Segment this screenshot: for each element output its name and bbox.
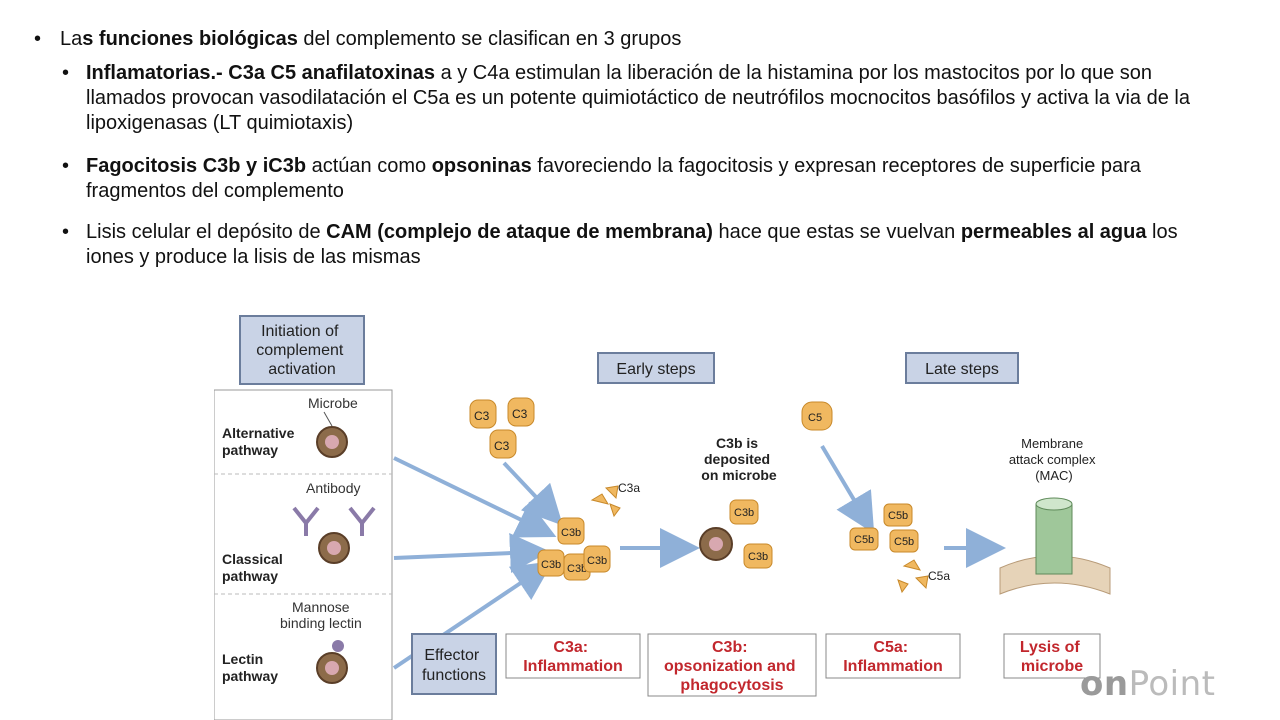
svg-text:C3b: C3b [587,555,607,567]
microbe-icon [316,652,348,684]
bullet-lisis: • Lisis celular el depósito de CAM (comp… [62,220,1216,270]
bullet-dot: • [34,28,42,50]
bullet-dot: • [62,221,70,243]
lectin-icon [332,640,344,652]
text: hace que estas se vuelvan [712,221,961,243]
c5b-molecules: C5b C5b C5b [849,503,919,553]
text-bold: opsoninas [431,155,532,177]
early-steps-label: Early steps [616,361,695,378]
text-bold: CAM (complejo de ataque de membrana) [326,221,713,243]
svg-text:C3b: C3b [561,527,581,539]
early-steps-box [597,352,715,384]
mac-label: Membrane attack complex (MAC) [1009,436,1099,483]
alternative-pathway-label: Alternative pathway [222,425,298,458]
text-bold: s funciones biológicas [82,28,298,50]
effector-c5a-box [825,633,961,679]
c3b-molecules: C3b C3b C3b C3b [537,517,611,581]
bullet-dot: • [62,155,70,177]
effector-lysis-box [1003,633,1101,679]
initiation-label: Initiation of complement activation [256,323,348,378]
c5a-fragments [897,559,929,594]
bullet-dot: • [62,62,70,84]
effector-c3a-box [505,633,641,679]
effector-functions-box [411,633,497,695]
svg-text:C3: C3 [512,407,528,421]
antibody-label: Antibody [306,480,360,496]
mannose-label: Mannose binding lectin [280,599,362,631]
bullet-main: • Las funciones biológicas del complemen… [34,26,1234,52]
text: favoreciendo la fagocitosis y expresan r… [86,155,1141,202]
c3a-label: C3a [618,481,640,495]
effector-functions-label: Effector functions [422,647,486,684]
text: a y C4a estimulan la liberación de la hi… [86,62,1190,134]
microbe-icon [316,426,348,458]
complement-diagram: Initiation of complement activation Micr… [214,315,1111,720]
mac-pore-icon [1035,497,1073,575]
c3a-fragments [590,485,621,518]
svg-text:C5b: C5b [888,510,908,522]
c5-label: C5 [808,412,822,424]
text: Lisis celular el depósito de [86,221,327,243]
effector-c3a-label: C3a: Inflammation [523,639,623,675]
pathways-panel [214,389,393,720]
effector-c3b-box [647,633,817,697]
c3-molecules: C3 C3 C3 [469,397,535,459]
svg-text:C3: C3 [474,409,490,423]
text: actúan como [306,155,432,177]
text: los iones y produce la lisis de las mism… [86,221,1178,268]
c3b-bound: C3b C3b [729,499,773,569]
brand-watermark: onPoint [1080,664,1216,704]
late-steps-box [905,352,1019,384]
svg-text:C3b: C3b [734,507,754,519]
c3b-deposited-label: C3b is deposited on microbe [701,435,777,483]
effector-c5a-label: C5a: Inflammation [843,639,943,675]
text-bold: permeables al agua [960,221,1147,243]
pointer-line [323,411,333,427]
svg-text:C5b: C5b [894,536,914,548]
classical-pathway-label: Classical pathway [222,551,287,584]
microbe-label: Microbe [308,395,358,411]
text-bold: Fagocitosis C3b y iC3b [86,155,307,177]
svg-text:C3b: C3b [567,563,587,575]
svg-text:C5b: C5b [854,534,874,546]
c5-molecule [801,401,833,431]
bullet-inflamatorias: • Inflamatorias.- C3a C5 anafilatoxinas … [62,61,1216,136]
initiation-box [239,315,365,385]
svg-text:C3b: C3b [541,559,561,571]
microbe-icon [318,532,350,564]
effector-c3b-label: C3b: opsonization and phagocytosis [664,639,800,694]
c5a-label: C5a [928,569,950,583]
svg-text:C3b: C3b [748,551,768,563]
svg-text:C3: C3 [494,439,510,453]
text: del complemento se clasifican en 3 grupo… [297,28,682,50]
effector-lysis-label: Lysis of microbe [1020,639,1084,675]
bullet-fagocitosis: • Fagocitosis C3b y iC3b actúan como ops… [62,154,1216,204]
lectin-pathway-label: Lectin pathway [222,651,278,684]
late-steps-label: Late steps [925,361,999,378]
text: La [60,28,83,50]
microbe-icon [699,527,733,561]
text-bold: Inflamatorias.- C3a C5 anafilatoxinas [86,62,436,84]
antibody-icon [292,506,376,536]
